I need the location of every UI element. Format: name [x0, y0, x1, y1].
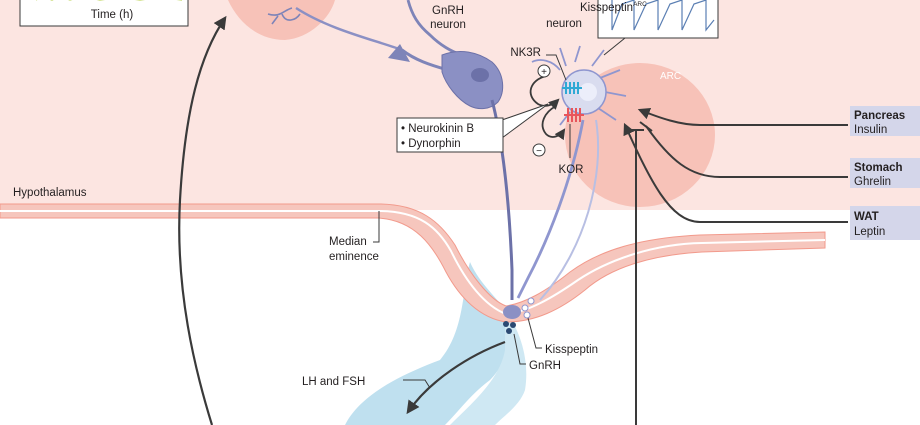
minus-sign — [532, 143, 546, 157]
organ-hormone: Insulin — [854, 124, 887, 136]
plus-sign — [537, 64, 551, 78]
plot-xlabel: Time (h) — [91, 9, 134, 21]
insulin-arrow — [637, 107, 848, 126]
kisspeptin-neuron-label: KisspeptinARC — [580, 1, 647, 14]
organ-hormone: Leptin — [854, 226, 885, 238]
leptin-arrow — [623, 122, 848, 223]
kisspeptin-release-label: Kisspeptin — [545, 344, 598, 356]
neuropeptide-callout — [396, 117, 504, 153]
gnrh-neuron-label-line2: neuron — [430, 19, 466, 31]
plus-sign-label: + — [541, 67, 547, 78]
kor-receptor — [564, 108, 584, 122]
ghrelin-inhibit-bar — [639, 121, 653, 132]
hypothalamus-label: Hypothalamus — [13, 187, 87, 199]
posterior-pituitary — [450, 310, 527, 425]
neuropeptide-callout-pointer — [501, 103, 549, 139]
gnrh-release-pointer — [513, 333, 526, 365]
minus-sign-label: − — [536, 146, 542, 157]
kisspeptin-neuron-label-line2: neuron — [546, 18, 582, 30]
organ-hormone: Ghrelin — [854, 176, 891, 188]
pulse-plot-inset-left: Time (h) — [19, 0, 189, 27]
upper-neuron-axon — [295, 6, 403, 52]
pulse-plot-inset-right — [597, 0, 719, 56]
negative-feedback-arrow — [541, 105, 566, 141]
kisspeptin-neuron — [516, 45, 627, 301]
upper-neuron-dendrites — [267, 7, 301, 25]
ghrelin-arrow — [645, 125, 848, 178]
organ-name: WAT — [854, 211, 879, 223]
hypothalamus-region — [0, 0, 920, 210]
neuropeptide-item: • Neurokinin B — [401, 123, 474, 135]
kor-label: KOR — [559, 164, 584, 176]
gnrh-neuron-label-line1: GnRH — [432, 5, 464, 17]
organ-box-stomach: Stomach Ghrelin — [850, 158, 920, 188]
nk3r-receptor — [562, 82, 582, 94]
gonadal-feedback-arrow — [178, 15, 227, 425]
hypothalamus-floor-band — [0, 203, 826, 323]
organ-box-wat: WAT Leptin — [850, 206, 920, 240]
lh-fsh-pointer — [403, 379, 431, 389]
organ-box-pancreas: Pancreas Insulin — [850, 106, 920, 136]
nk3r-pointer — [546, 54, 567, 81]
release-terminal — [503, 297, 535, 334]
arc-label: ARC — [660, 71, 681, 82]
median-eminence-pointer — [373, 211, 380, 243]
gnrh-release-label: GnRH — [529, 360, 561, 372]
nk3r-label: NK3R — [510, 47, 541, 59]
upper-nucleus — [228, 0, 335, 40]
neuropeptide-item: • Dynorphin — [401, 138, 461, 150]
median-eminence-label-line1: Median — [329, 236, 367, 248]
lh-fsh-label: LH and FSH — [302, 376, 365, 388]
organ-name: Pancreas — [854, 110, 905, 122]
positive-feedback-arrow — [529, 75, 560, 110]
organ-name: Stomach — [854, 162, 903, 174]
median-eminence-label-line2: eminence — [329, 251, 379, 263]
kisspeptin-release-pointer — [527, 317, 542, 349]
plot-pointer-line — [603, 37, 626, 56]
lh-fsh-arrow — [406, 340, 506, 415]
